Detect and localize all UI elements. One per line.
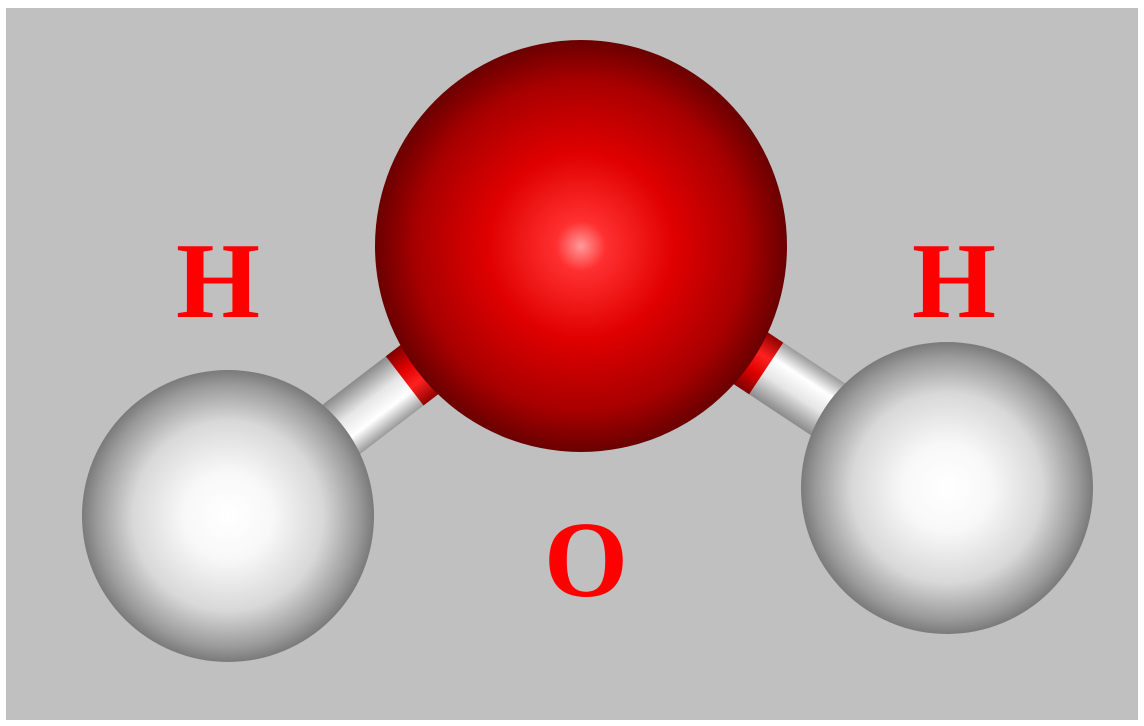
- hydrogen-right-atom: [801, 342, 1093, 634]
- hydrogen-left-label: H: [176, 222, 260, 341]
- hydrogen-right-label: H: [912, 222, 996, 341]
- atoms-layer: [82, 40, 1093, 662]
- oxygen-atom: [375, 40, 787, 452]
- oxygen-label: O: [544, 501, 628, 620]
- hydrogen-left-atom: [82, 370, 374, 662]
